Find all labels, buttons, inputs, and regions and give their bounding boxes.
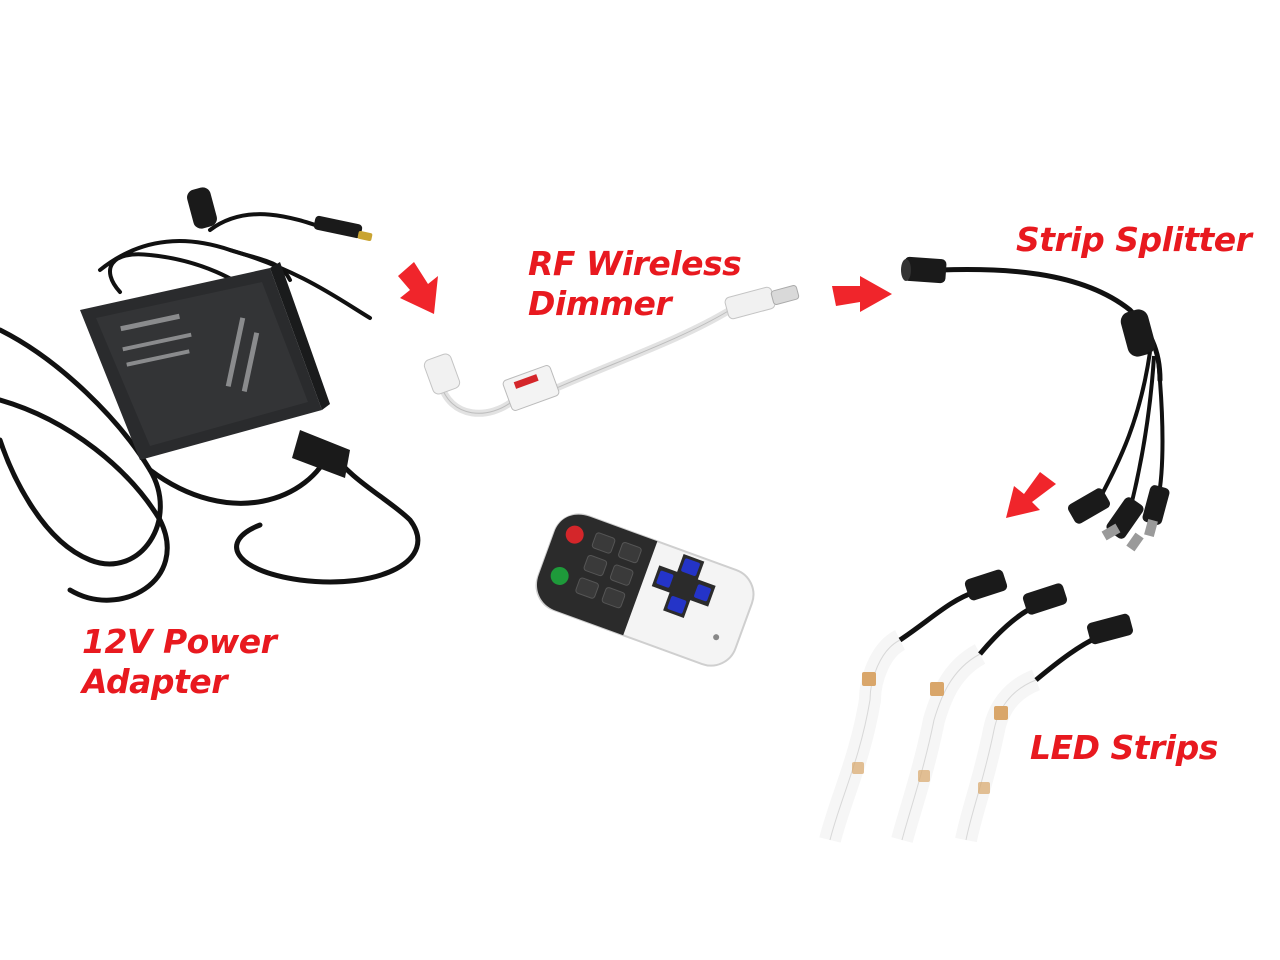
ferrite-bead — [187, 187, 217, 229]
remote-dpad — [651, 554, 716, 618]
led-strip — [891, 583, 1068, 843]
led-strip — [955, 613, 1133, 843]
label-line: RF Wireless — [528, 244, 742, 283]
label-line: Adapter — [82, 662, 227, 701]
led-strips — [819, 569, 1133, 843]
power-adapter — [80, 262, 350, 478]
strip-splitter — [901, 256, 1170, 552]
adapter-label-text — [120, 313, 260, 392]
rf-remote — [535, 513, 755, 667]
remote-power-button — [565, 525, 584, 544]
arrow-icon — [1006, 472, 1056, 518]
label-line: Strip Splitter — [1016, 220, 1252, 259]
led-strip — [819, 569, 1008, 843]
label-power-adapter: 12V Power Adapter — [82, 622, 277, 702]
remote-green-button — [550, 566, 569, 585]
label-led-strips: LED Strips — [1030, 728, 1218, 768]
dc-barrel-plug — [313, 215, 373, 241]
arrow-icon — [398, 262, 438, 314]
rf-wireless-dimmer — [423, 285, 800, 417]
arrow-icon — [832, 276, 892, 312]
label-line: Dimmer — [528, 284, 672, 323]
label-rf-wireless-dimmer: RF Wireless Dimmer — [528, 244, 742, 324]
label-line: 12V Power — [82, 622, 277, 661]
label-strip-splitter: Strip Splitter — [1016, 220, 1252, 260]
ac-power-cord — [0, 327, 421, 603]
label-line: LED Strips — [1030, 728, 1218, 767]
